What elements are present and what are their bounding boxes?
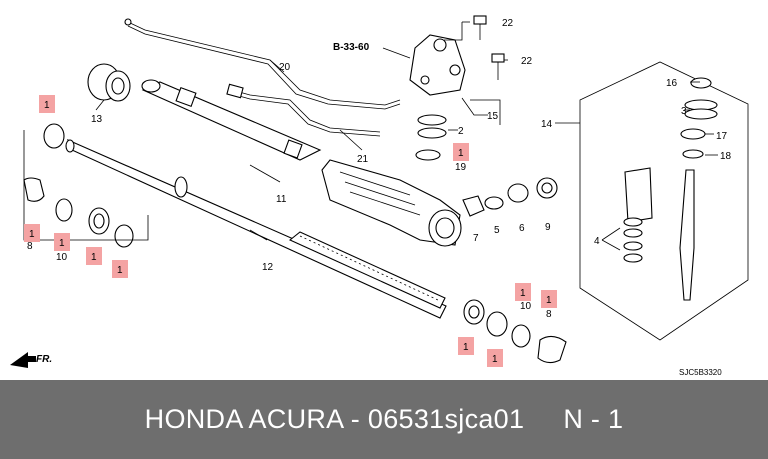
svg-text:1: 1 bbox=[44, 100, 50, 111]
callout-10-right: 10 bbox=[520, 301, 532, 312]
leader-lines bbox=[23, 21, 718, 251]
svg-text:1: 1 bbox=[520, 288, 526, 299]
valve-housing bbox=[321, 159, 462, 247]
callout-19: 19 bbox=[455, 162, 467, 173]
footer-bar: HONDA ACURA - 06531sjca01 N - 1 bbox=[0, 380, 768, 459]
bolt-lower bbox=[491, 53, 505, 80]
feed-tube bbox=[124, 18, 401, 110]
front-arrow-icon bbox=[10, 352, 36, 368]
svg-text:1: 1 bbox=[29, 229, 35, 240]
highlight-tag: 1 bbox=[515, 283, 531, 301]
callout-2: 2 bbox=[458, 126, 464, 137]
callout-9: 9 bbox=[545, 222, 551, 233]
callout-22-lower: 22 bbox=[521, 56, 533, 67]
callout-11: 11 bbox=[276, 194, 287, 205]
highlight-tag: 1 bbox=[39, 95, 55, 113]
diagram-canvas: FR. B-33-60 SJC5B3320 2 3 4 5 6 7 8 8 9 … bbox=[10, 15, 749, 377]
cylinder-tube bbox=[141, 79, 322, 161]
right-end-parts bbox=[463, 299, 567, 364]
highlight-tag: 1 bbox=[112, 260, 128, 278]
callout-22-upper: 22 bbox=[502, 18, 514, 29]
parts-diagram: FR. B-33-60 SJC5B3320 2 3 4 5 6 7 8 8 9 … bbox=[10, 15, 749, 377]
pinion-kit-box bbox=[579, 61, 749, 341]
highlight-tag: 1 bbox=[453, 143, 469, 161]
highlight-tag: 1 bbox=[86, 247, 102, 265]
highlight-tag: 1 bbox=[541, 290, 557, 308]
callout-17: 17 bbox=[716, 131, 728, 142]
svg-text:1: 1 bbox=[546, 295, 552, 306]
return-tube bbox=[226, 83, 381, 137]
highlight-tag: 1 bbox=[24, 224, 40, 242]
callout-3: 3 bbox=[681, 106, 687, 117]
mount-bushing bbox=[87, 63, 131, 102]
svg-text:1: 1 bbox=[458, 148, 464, 159]
catalog-code: SJC5B3320 bbox=[679, 368, 722, 377]
front-label: FR. bbox=[36, 354, 52, 365]
callout-6: 6 bbox=[519, 223, 525, 234]
steering-rack bbox=[288, 231, 446, 309]
svg-text:1: 1 bbox=[492, 354, 498, 365]
footer-title: HONDA ACURA - 06531sjca01 N - 1 bbox=[144, 404, 624, 434]
callout-18: 18 bbox=[720, 151, 732, 162]
highlight-tag: 1 bbox=[458, 337, 474, 355]
valve-block bbox=[409, 34, 466, 96]
callout-20: 20 bbox=[279, 62, 291, 73]
highlight-tag: 1 bbox=[487, 349, 503, 367]
callout-15: 15 bbox=[487, 111, 499, 122]
callout-12: 12 bbox=[262, 262, 274, 273]
rack-guide-parts bbox=[462, 177, 558, 217]
highlight-tag: 1 bbox=[54, 233, 70, 251]
bolt-upper bbox=[473, 15, 487, 40]
callout-14: 14 bbox=[541, 119, 553, 130]
callout-10-left: 10 bbox=[56, 252, 68, 263]
callout-5: 5 bbox=[494, 225, 500, 236]
left-end-parts bbox=[23, 123, 134, 248]
callout-4: 4 bbox=[594, 236, 600, 247]
callout-16: 16 bbox=[666, 78, 678, 89]
ref-code: B-33-60 bbox=[333, 42, 370, 53]
callout-13: 13 bbox=[91, 114, 103, 125]
callout-8-left: 8 bbox=[27, 241, 33, 252]
svg-text:1: 1 bbox=[91, 252, 97, 263]
svg-text:1: 1 bbox=[59, 238, 65, 249]
svg-text:1: 1 bbox=[117, 265, 123, 276]
callout-8-right: 8 bbox=[546, 309, 552, 320]
callout-21: 21 bbox=[357, 154, 369, 165]
svg-text:1: 1 bbox=[463, 342, 469, 353]
callout-7: 7 bbox=[473, 233, 479, 244]
seal-pair bbox=[415, 114, 447, 161]
